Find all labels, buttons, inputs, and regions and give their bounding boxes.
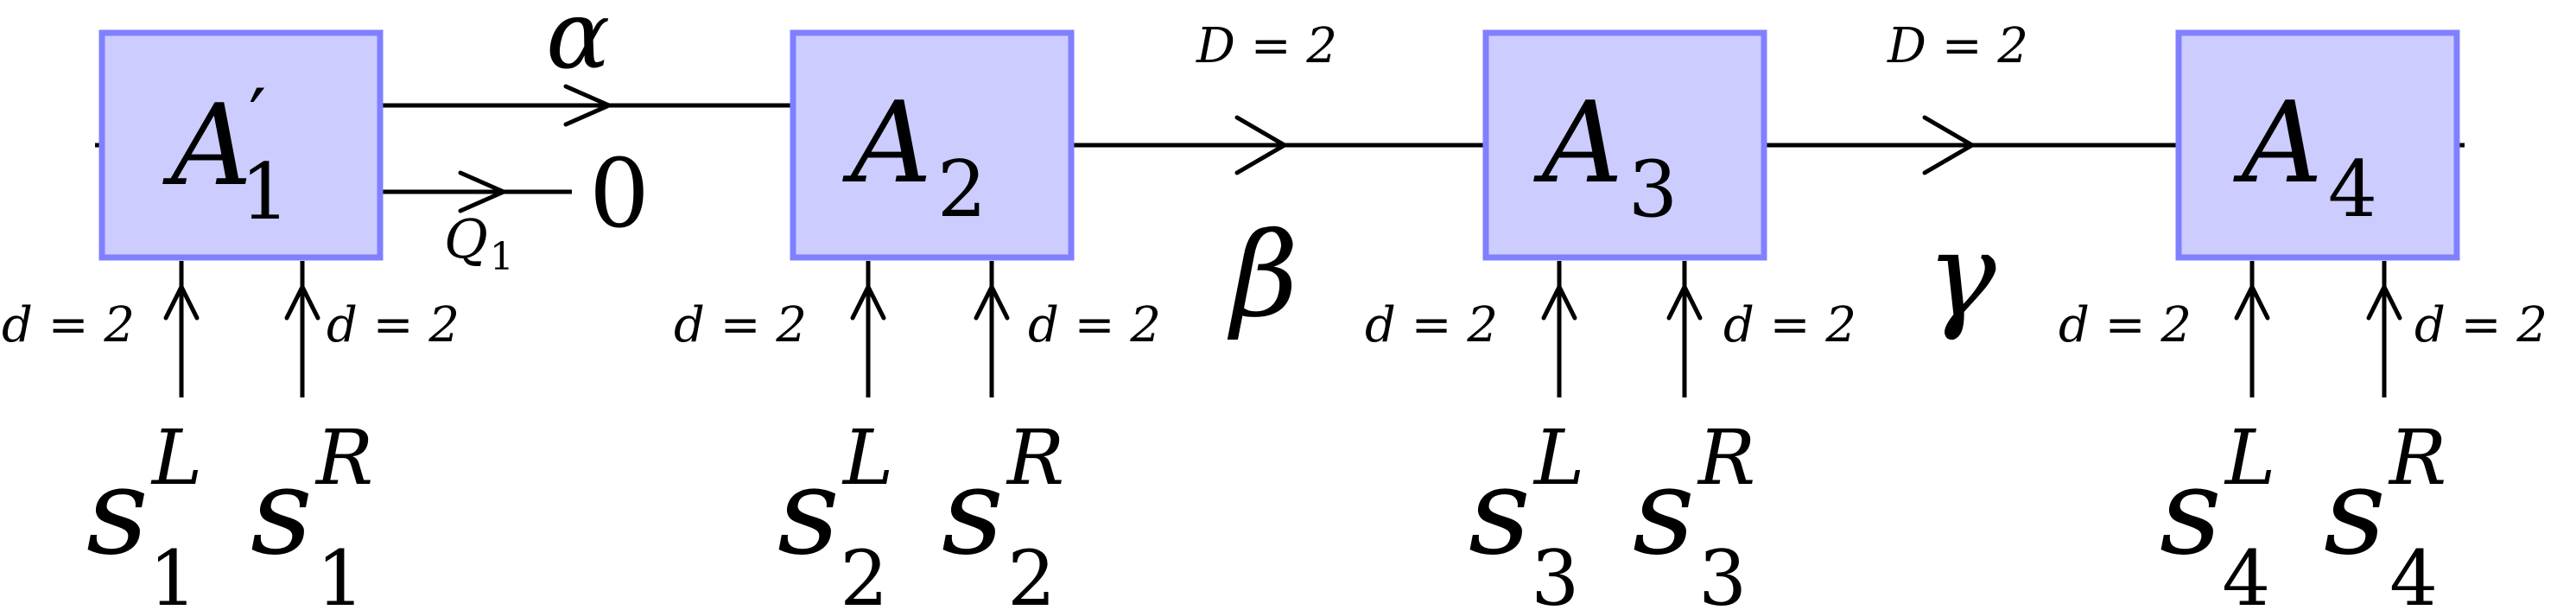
charge-leg-arrow (458, 170, 506, 213)
tensor-2-name: A (842, 77, 932, 208)
dim-4-left: d = 2 (2059, 297, 2192, 353)
dim-2-right: d = 2 (1028, 297, 1161, 353)
tensor-site-3: A3 (1482, 29, 1767, 261)
phys-leg-4-left-arrow (2234, 284, 2270, 321)
bond-beta-label: β (1227, 207, 1298, 343)
physical-dimension-labels: d = 2 d = 2 d = 2 d = 2 d = 2 d = 2 d = … (2, 297, 2547, 353)
tensor-site-2: A2 (790, 29, 1075, 261)
tensor-box-2 (790, 29, 1075, 261)
dim-2-left: d = 2 (674, 297, 807, 353)
bond-beta-dimension: D = 2 (1196, 18, 1337, 74)
tensor-4-name: A (2233, 77, 2323, 208)
dim-1-left: d = 2 (2, 297, 135, 353)
tensor-3-subscript: 3 (1628, 144, 1678, 235)
charge-label: Q1 (444, 207, 514, 279)
bond-gamma-dimension: D = 2 (1887, 18, 2028, 74)
tensor-1-name: A (162, 79, 252, 211)
bond-beta-arrow (1234, 115, 1287, 175)
bond-gamma-arrow (1922, 115, 1975, 175)
bond-alpha-label: α (546, 0, 610, 90)
phys-leg-2-right-arrow (974, 284, 1010, 321)
bond-alpha-arrow (563, 84, 612, 127)
phys-leg-4-right-arrow (2366, 284, 2402, 321)
charge-value: 0 (589, 138, 650, 249)
tensor-box-4 (2175, 29, 2460, 261)
tensor-box-3 (1482, 29, 1767, 261)
svg-text:A4: A4 (2233, 77, 2377, 235)
dim-3-right: d = 2 (1723, 297, 1856, 353)
dim-4-right: d = 2 (2414, 297, 2547, 353)
svg-text:A3: A3 (1533, 77, 1678, 235)
tensor-1-prime: ′ (249, 73, 266, 163)
tensor-site-1: A′1 (98, 29, 384, 261)
phys-leg-1-right-arrow (284, 284, 320, 321)
tensor-site-4: A4 (2175, 29, 2460, 261)
tensor-2-subscript: 2 (937, 144, 987, 235)
phys-leg-2-left-arrow (850, 284, 886, 321)
phys-leg-1-left-arrow (163, 284, 200, 321)
dim-1-right: d = 2 (327, 297, 460, 353)
svg-text:A′1: A′1 (162, 73, 290, 238)
tensor-box-1 (98, 29, 384, 261)
dim-3-left: d = 2 (1365, 297, 1498, 353)
tensor-1-subscript: 1 (240, 147, 289, 238)
tensor-4-subscript: 4 (2328, 144, 2377, 235)
phys-leg-3-left-arrow (1541, 284, 1577, 321)
tensor-3-name: A (1533, 77, 1623, 208)
svg-text:A2: A2 (842, 77, 987, 235)
phys-leg-3-right-arrow (1666, 284, 1703, 321)
bond-gamma-label: γ (1926, 207, 1996, 343)
physical-legs (163, 261, 2402, 397)
